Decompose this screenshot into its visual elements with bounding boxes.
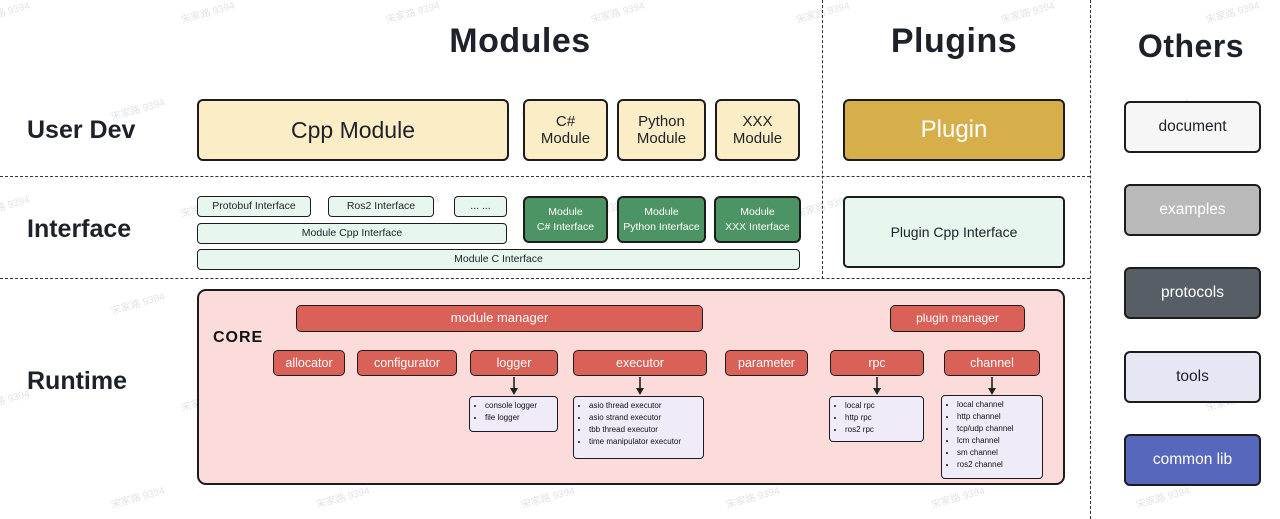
others-protocols-box: protocols bbox=[1124, 267, 1261, 319]
list-item: time manipulator executor bbox=[589, 436, 700, 448]
list-item: asio strand executor bbox=[589, 412, 700, 424]
rpc-impl-list: local rpchttp rpcros2 rpc bbox=[835, 400, 920, 436]
plugin-cpp-interface-box: Plugin Cpp Interface bbox=[843, 196, 1065, 268]
ros2-interface-box: Ros2 Interface bbox=[328, 196, 434, 217]
python-module-label: Python Module bbox=[636, 112, 687, 147]
ellipsis-interface-box: ... ... bbox=[454, 196, 507, 217]
module-python-interface-line1: Module bbox=[644, 205, 679, 218]
list-item: http rpc bbox=[845, 412, 920, 424]
watermark-text: 宋家路 9394 bbox=[725, 485, 782, 512]
list-item: ros2 channel bbox=[957, 459, 1039, 471]
rpc-component: rpc bbox=[830, 350, 924, 376]
logger-impl-list: console loggerfile logger bbox=[475, 400, 554, 424]
protobuf-interface-box: Protobuf Interface bbox=[197, 196, 311, 217]
userdev-interface-divider bbox=[0, 176, 1090, 177]
list-item: http channel bbox=[957, 411, 1039, 423]
row-label-interface: Interface bbox=[27, 215, 132, 243]
module-xxx-interface-line2: XXX Interface bbox=[725, 220, 790, 233]
list-item: console logger bbox=[485, 400, 554, 412]
list-item: ros2 rpc bbox=[845, 424, 920, 436]
others-column-header: Others bbox=[1137, 28, 1245, 64]
others-common-lib-box: common lib bbox=[1124, 434, 1261, 486]
watermark-text: 宋家路 9394 bbox=[930, 485, 987, 512]
csharp-module-label: C# Module bbox=[540, 112, 591, 147]
core-container: CORE module manager plugin manager alloc… bbox=[197, 289, 1065, 485]
parameter-component: parameter bbox=[725, 350, 808, 376]
list-item: tbb thread executor bbox=[589, 424, 700, 436]
channel-connector-arrow bbox=[988, 377, 996, 395]
cpp-module-box: Cpp Module bbox=[197, 99, 509, 161]
list-item: file logger bbox=[485, 412, 554, 424]
watermark-text: 宋家路 9394 bbox=[0, 0, 32, 27]
module-csharp-interface-box: Module C# Interface bbox=[523, 196, 608, 243]
watermark-text: 宋家路 9394 bbox=[520, 485, 577, 512]
core-label: CORE bbox=[213, 329, 264, 346]
watermark-text: 宋家路 9394 bbox=[180, 0, 237, 27]
module-xxx-interface-line1: Module bbox=[740, 205, 775, 218]
xxx-module-box: XXX Module bbox=[715, 99, 800, 161]
rpc-impl-box: local rpchttp rpcros2 rpc bbox=[829, 396, 924, 442]
python-module-box: Python Module bbox=[617, 99, 706, 161]
module-xxx-interface-box: Module XXX Interface bbox=[714, 196, 801, 243]
list-item: asio thread executor bbox=[589, 400, 700, 412]
executor-component: executor bbox=[573, 350, 707, 376]
module-cpp-interface-box: Module Cpp Interface bbox=[197, 223, 507, 244]
executor-impl-list: asio thread executorasio strand executor… bbox=[579, 400, 700, 448]
module-c-interface-box: Module C Interface bbox=[197, 249, 800, 270]
list-item: local rpc bbox=[845, 400, 920, 412]
channel-component: channel bbox=[944, 350, 1040, 376]
configurator-component: configurator bbox=[357, 350, 457, 376]
list-item: sm channel bbox=[957, 447, 1039, 459]
logger-component: logger bbox=[470, 350, 558, 376]
rpc-connector-arrow bbox=[873, 377, 881, 395]
interface-runtime-divider bbox=[0, 278, 1090, 279]
list-item: local channel bbox=[957, 399, 1039, 411]
module-csharp-interface-line1: Module bbox=[548, 205, 583, 218]
channel-impl-list: local channelhttp channeltcp/udp channel… bbox=[947, 399, 1039, 471]
watermark-text: 宋家路 9394 bbox=[1135, 485, 1192, 512]
xxx-module-label: XXX Module bbox=[732, 112, 783, 147]
list-item: lcm channel bbox=[957, 435, 1039, 447]
watermark-text: 宋家路 9394 bbox=[1205, 0, 1262, 27]
csharp-module-box: C# Module bbox=[523, 99, 608, 161]
allocator-component: allocator bbox=[273, 350, 345, 376]
watermark-text: 宋家路 9394 bbox=[110, 485, 167, 512]
logger-impl-box: console loggerfile logger bbox=[469, 396, 558, 432]
executor-connector-arrow bbox=[636, 377, 644, 395]
module-python-interface-line2: Python Interface bbox=[623, 220, 700, 233]
watermark-text: 宋家路 9394 bbox=[110, 291, 167, 318]
executor-impl-box: asio thread executorasio strand executor… bbox=[573, 396, 704, 459]
others-document-box: document bbox=[1124, 101, 1261, 153]
plugins-column-header: Plugins bbox=[890, 22, 1018, 60]
plugin-box: Plugin bbox=[843, 99, 1065, 161]
watermark-text: 宋家路 9394 bbox=[315, 485, 372, 512]
row-label-user-dev: User Dev bbox=[27, 116, 136, 144]
list-item: tcp/udp channel bbox=[957, 423, 1039, 435]
modules-plugins-divider bbox=[822, 0, 823, 279]
module-csharp-interface-line2: C# Interface bbox=[536, 220, 595, 233]
others-tools-box: tools bbox=[1124, 351, 1261, 403]
plugin-manager-bar: plugin manager bbox=[890, 305, 1025, 332]
plugins-others-divider bbox=[1090, 0, 1091, 519]
others-examples-box: examples bbox=[1124, 184, 1261, 236]
modules-column-header: Modules bbox=[449, 22, 591, 60]
logger-connector-arrow bbox=[510, 377, 518, 395]
row-label-runtime: Runtime bbox=[27, 367, 127, 395]
module-python-interface-box: Module Python Interface bbox=[617, 196, 706, 243]
channel-impl-box: local channelhttp channeltcp/udp channel… bbox=[941, 395, 1043, 479]
module-manager-bar: module manager bbox=[296, 305, 703, 332]
